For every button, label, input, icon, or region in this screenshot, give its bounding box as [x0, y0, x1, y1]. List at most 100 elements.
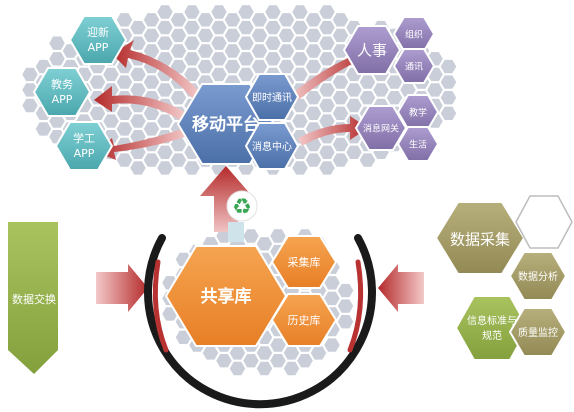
- bg-hex-cell: [439, 74, 458, 90]
- bg-hex-cell: [345, 82, 363, 98]
- bg-hex-cell: [264, 20, 282, 36]
- bg-hex-cell: [48, 51, 66, 67]
- bg-hex-cell: [88, 105, 107, 121]
- bg-hex-cell: [331, 136, 350, 153]
- bg-hex-cell: [215, 353, 233, 369]
- bg-hex-cell: [156, 20, 174, 36]
- bg-hex-cell: [358, 90, 377, 106]
- bg-hex-cell: [291, 35, 309, 51]
- academic-app-line1: 教务: [51, 78, 73, 91]
- bg-hex-cell: [196, 43, 215, 59]
- bg-hex-cell: [201, 345, 220, 361]
- bg-hex-cell: [331, 152, 350, 168]
- msg-center-label: 消息中心: [252, 140, 292, 153]
- bg-hex-cell: [156, 144, 174, 160]
- bg-hex-cell: [228, 345, 247, 361]
- student-app-hex[interactable]: [54, 121, 114, 171]
- bg-hex-cell: [304, 105, 323, 121]
- data-analysis-hex[interactable]: [508, 251, 568, 301]
- collect-library-hex[interactable]: [270, 235, 338, 289]
- bg-hex-cell: [296, 353, 314, 369]
- im-hex[interactable]: [244, 73, 300, 121]
- bg-hex-cell: [255, 360, 274, 377]
- bg-hex-cell: [142, 12, 161, 28]
- msg-gateway-label: 消息网关: [363, 123, 399, 135]
- welcome-app-line2: APP: [88, 41, 109, 54]
- bg-hex-cell: [345, 144, 363, 160]
- hr-hex[interactable]: [342, 25, 402, 75]
- bg-hex-cell: [34, 121, 53, 137]
- bg-hex-cell: [269, 353, 287, 369]
- bg-hex-cell: [282, 345, 301, 361]
- bg-hex-cell: [291, 4, 309, 20]
- bg-hex-cell: [331, 90, 350, 106]
- bg-hex-cell: [291, 160, 309, 176]
- arrow-to-academic-app: [94, 86, 185, 120]
- bg-hex-cell: [264, 51, 282, 67]
- bg-hex-cell: [210, 35, 228, 51]
- bg-hex-cell: [115, 12, 134, 28]
- bg-hex-cell: [345, 98, 363, 113]
- bg-hex-cell: [385, 90, 404, 106]
- org-label: 组织: [405, 29, 423, 41]
- bg-hex-cell: [142, 74, 161, 90]
- bg-hex-cell: [250, 43, 269, 59]
- bg-hex-cell: [223, 27, 242, 43]
- bg-hex-cell: [336, 298, 355, 314]
- bg-hex-cell: [169, 43, 188, 59]
- msg-center-hex[interactable]: [244, 122, 300, 170]
- bg-hex-cell: [169, 27, 188, 43]
- academic-app-hex[interactable]: [32, 67, 92, 117]
- bg-hex-cell: [336, 314, 355, 330]
- quality-hex[interactable]: [508, 307, 568, 357]
- arrow-left-to-center: [96, 264, 148, 312]
- data-collection-panel: 数据采集 数据分析 信息标准与 规范 质量监控: [434, 195, 573, 361]
- bg-hex-cell: [291, 113, 309, 129]
- notice-hex[interactable]: [392, 48, 436, 84]
- bg-hex-cell: [277, 59, 296, 75]
- bg-hex-cell: [223, 12, 242, 28]
- bg-hex-cell: [318, 160, 336, 176]
- bg-hex-cell: [21, 98, 39, 113]
- bg-hex-cell: [156, 160, 174, 176]
- bg-hex-cell: [304, 12, 323, 28]
- welcome-app-hex[interactable]: [68, 15, 128, 65]
- student-app-line1: 学工: [73, 131, 95, 145]
- bg-hex-cell: [304, 152, 323, 168]
- bg-hex-cell: [156, 82, 174, 98]
- bg-hex-cell: [142, 27, 161, 43]
- im-label: 即时通讯: [252, 92, 292, 104]
- bg-hex-cell: [331, 12, 350, 28]
- bg-hex-cell: [183, 51, 201, 67]
- msg-gateway-hex[interactable]: [354, 105, 408, 151]
- history-library-hex[interactable]: [270, 293, 338, 347]
- bg-hex-cell: [439, 105, 458, 121]
- bg-hex-cell: [318, 98, 336, 113]
- bg-hex-cell: [277, 43, 296, 59]
- data-analysis-label: 数据分析: [518, 270, 558, 283]
- bg-hex-cell: [129, 20, 147, 36]
- bg-hex-cell: [291, 66, 309, 82]
- bg-hex-cell: [250, 27, 269, 43]
- standard-line2: 规范: [482, 329, 502, 342]
- bg-hex-cell: [237, 35, 255, 51]
- bg-hex-cell: [277, 12, 296, 28]
- bg-hex-cell: [358, 152, 377, 168]
- life-hex[interactable]: [396, 126, 440, 162]
- bg-hex-cell: [115, 152, 134, 168]
- bg-hex-cell: [183, 66, 201, 82]
- bg-hex-cell: [228, 360, 247, 377]
- arrow-to-hr: [290, 50, 366, 102]
- bg-hex-cell: [169, 152, 188, 168]
- bg-hex-cell: [129, 113, 147, 129]
- welcome-app-line1: 迎新: [87, 25, 109, 39]
- bowl-arc: [144, 234, 376, 409]
- bg-hex-cell: [331, 27, 350, 43]
- bg-hex-cell: [21, 66, 39, 82]
- bg-hex-cell: [223, 59, 242, 75]
- bg-hex-cell: [183, 160, 201, 176]
- mobile-platform-label: 移动平台: [192, 114, 260, 135]
- bg-hex-cell: [304, 27, 323, 43]
- bg-hex-cell: [331, 74, 350, 90]
- bg-hex-cell: [196, 59, 215, 75]
